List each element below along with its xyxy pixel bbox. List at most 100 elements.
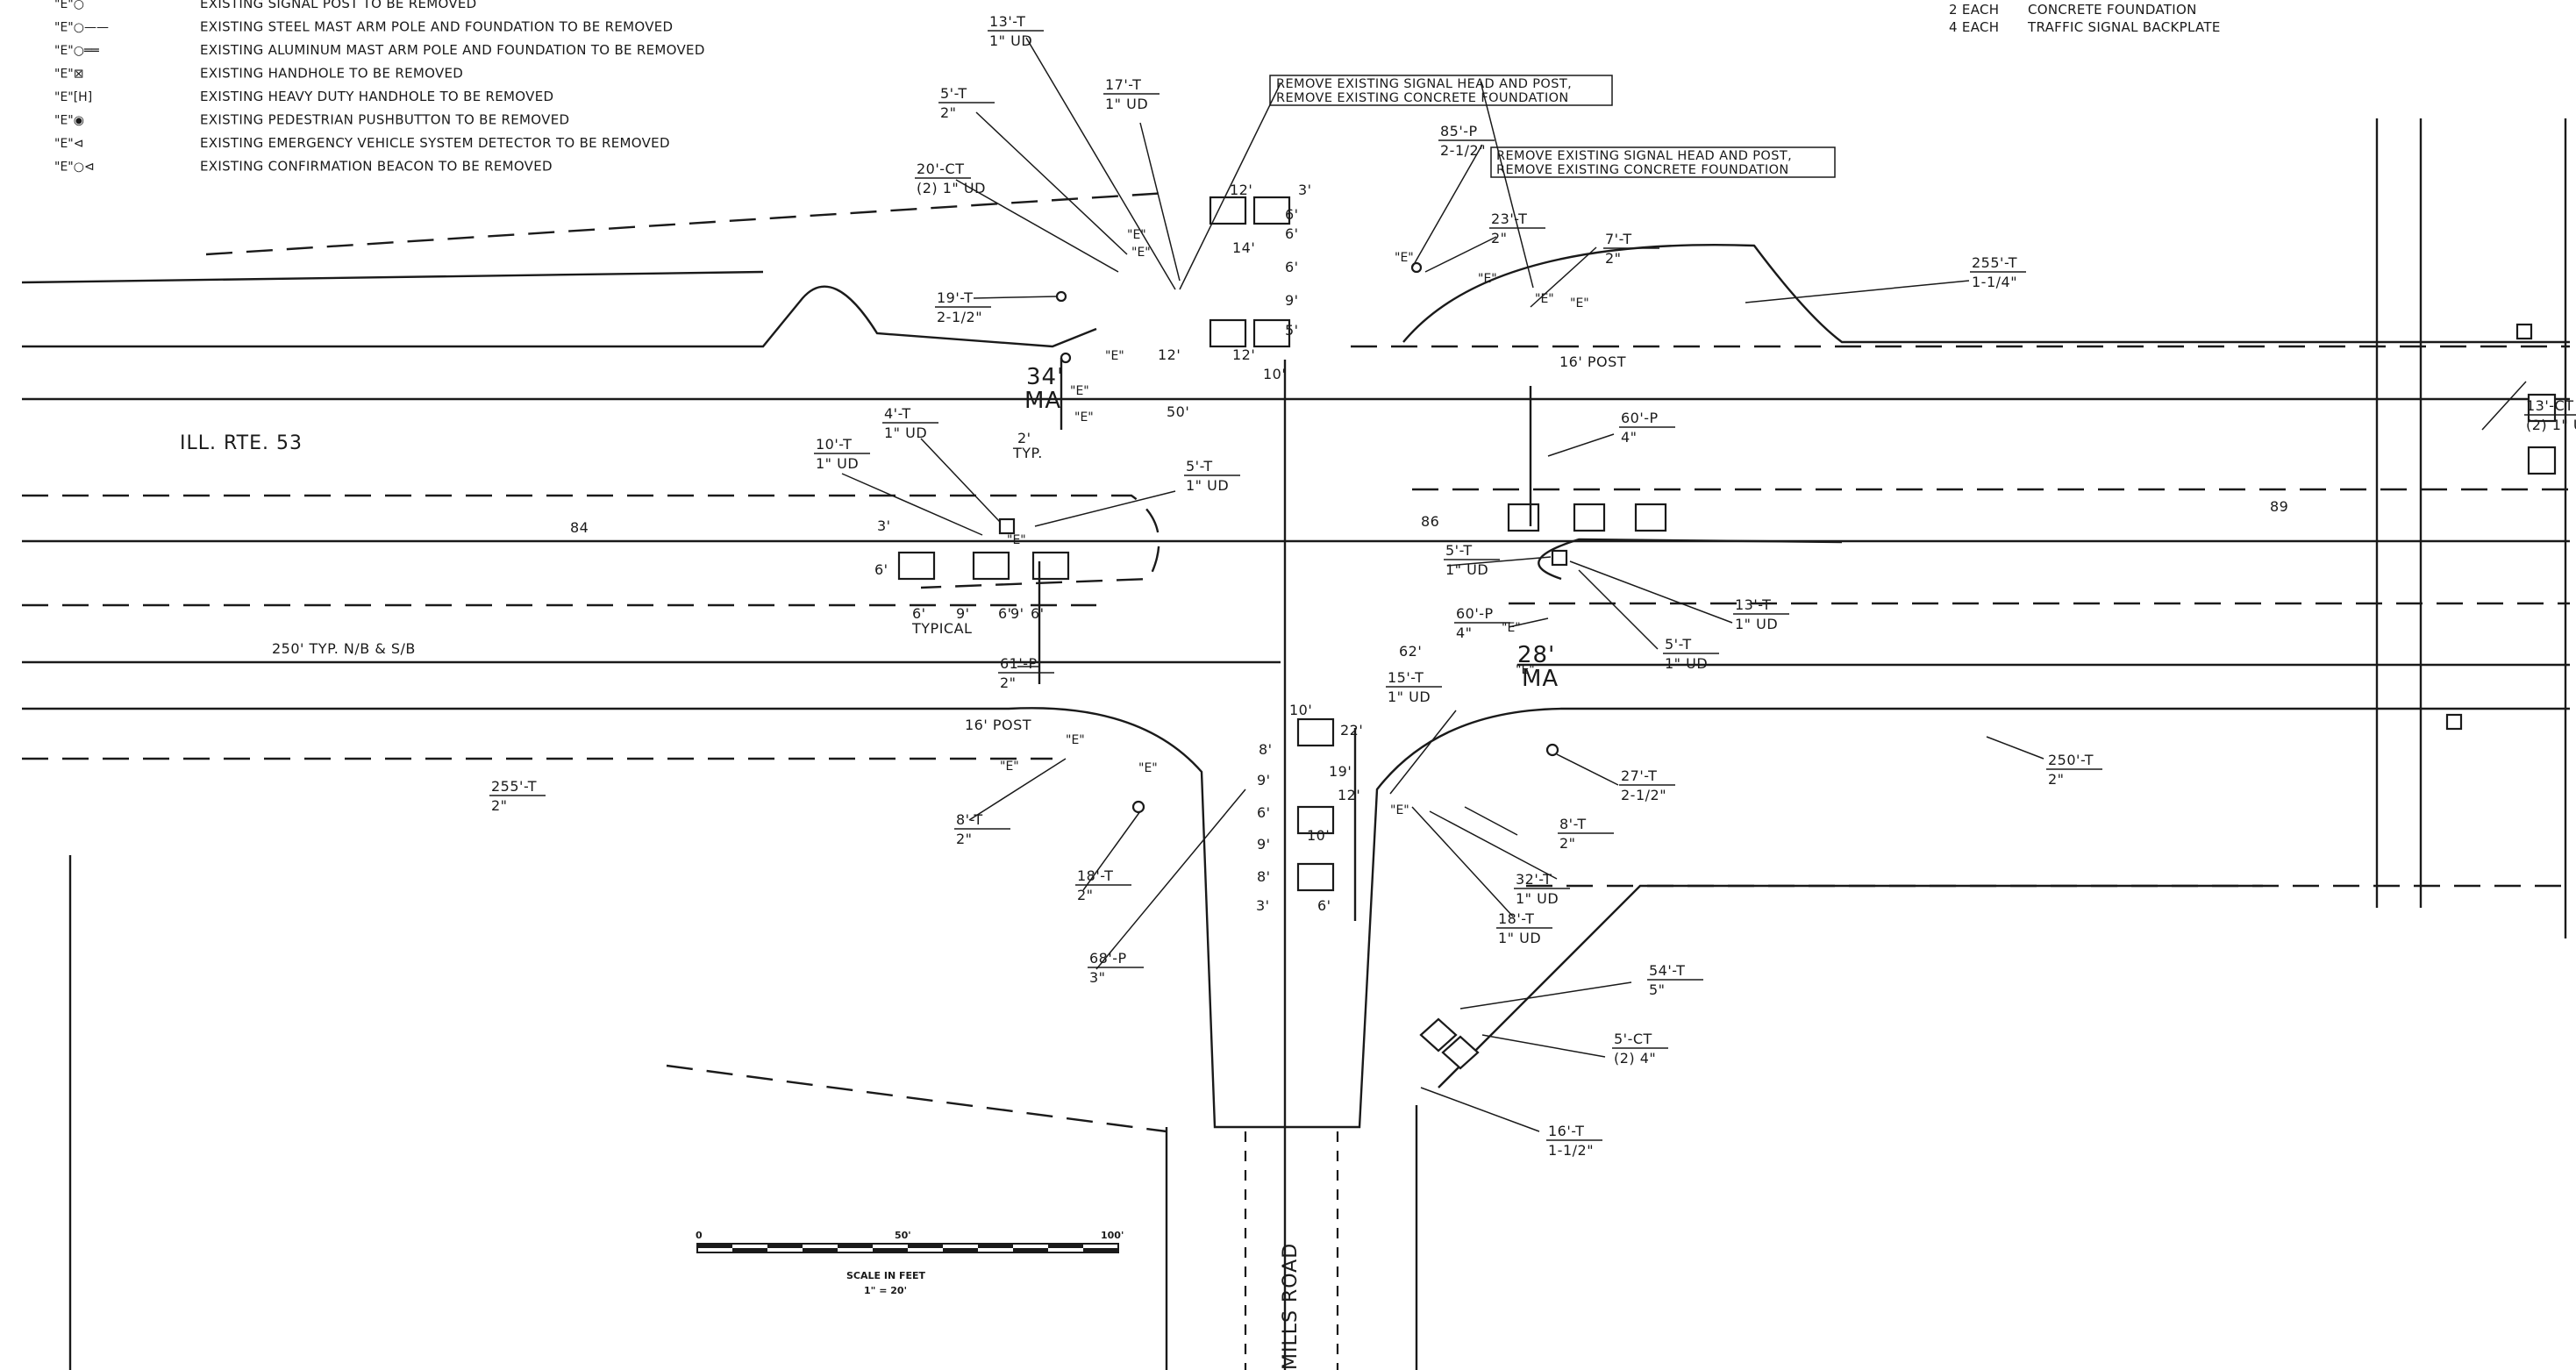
dimension-l23: 6' <box>998 605 1012 622</box>
dimension-l38: 12' <box>1338 787 1360 803</box>
quantity-item: CONCRETE FOUNDATION <box>2028 2 2197 18</box>
legend-symbol: "E"○—— <box>54 21 109 35</box>
detector-box <box>1209 196 1247 225</box>
legend-text: EXISTING CONFIRMATION BEACON TO BE REMOV… <box>200 159 553 175</box>
callout-f22: 250'-T2" <box>2046 752 2102 788</box>
svg-text:2-1/2": 2-1/2" <box>937 309 982 325</box>
detector-box <box>972 551 1010 581</box>
svg-text:19'-T: 19'-T <box>937 289 973 306</box>
north-curb-east <box>1402 244 2570 344</box>
svg-text:5'-T: 5'-T <box>1186 458 1213 475</box>
svg-text:REMOVE EXISTING SIGNAL HEAD AN: REMOVE EXISTING SIGNAL HEAD AND POST, <box>1276 77 1572 91</box>
dimension-l41: 9' <box>1257 836 1271 853</box>
dimension-l40: 10' <box>1307 827 1330 844</box>
callout-f26: 32'-T 1" UD <box>1514 871 1570 907</box>
svg-text:17'-T: 17'-T <box>1105 76 1141 93</box>
svg-text:255'-T: 255'-T <box>1972 254 2017 271</box>
svg-text:32'-T: 32'-T <box>1516 871 1552 888</box>
dimension-l18: 84 <box>570 519 589 536</box>
typical-spacing-label: 250' TYP. N/B & S/B <box>272 640 416 657</box>
svg-text:13'-CT: 13'-CT <box>2526 397 2573 414</box>
callout-f11: 10'-T1" UD <box>814 436 870 472</box>
detector-box <box>1296 717 1335 747</box>
callout-f7: 23'-T 2" <box>1489 210 1545 246</box>
dimension-l17: 16' POST <box>1559 353 1626 370</box>
existing-marker: "E" <box>1070 384 1089 398</box>
quantity-item: TRAFFIC SIGNAL BACKPLATE <box>2027 19 2221 35</box>
svg-text:60'-P: 60'-P <box>1456 605 1494 622</box>
svg-text:1" UD: 1" UD <box>1516 890 1559 907</box>
legend-text: EXISTING EMERGENCY VEHICLE SYSTEM DETECT… <box>200 135 670 151</box>
handhole <box>2445 713 2463 731</box>
callout-f12: 5'-T1" UD <box>1184 458 1240 494</box>
dimension-l24: 9' <box>1010 605 1024 622</box>
dimension-l9: 12' <box>1158 346 1181 363</box>
callout-leaders <box>841 37 2527 1132</box>
svg-text:(2) 4": (2) 4" <box>1614 1050 1656 1067</box>
svg-text:60'-P: 60'-P <box>1621 410 1659 426</box>
dimension-l8: 5' <box>1285 322 1299 339</box>
north-edge-west <box>21 270 764 284</box>
existing-marker: "E" <box>1066 733 1085 747</box>
callout-f23: 27'-T2-1/2" <box>1619 767 1675 803</box>
dimension-l3: 14' <box>1232 239 1255 256</box>
existing-marker: "E" <box>1131 246 1151 260</box>
scale-end: 100' <box>1101 1230 1124 1241</box>
scale-bar: 0 50' 100' SCALE IN FEET 1" = 20' <box>696 1230 1124 1296</box>
legend: "E"○ EXISTING SIGNAL POST TO BE REMOVED "E… <box>54 0 704 175</box>
svg-text:(2) 1" UD: (2) 1" UD <box>2526 417 2576 433</box>
svg-text:1" UD: 1" UD <box>1388 689 1431 705</box>
signal-post <box>1131 800 1145 814</box>
svg-text:18'-T: 18'-T <box>1498 910 1534 927</box>
callout-f28: 18'-T 1" UD <box>1496 910 1552 946</box>
legend-text: EXISTING SIGNAL POST TO BE REMOVED <box>200 0 477 11</box>
legend-text: EXISTING STEEL MAST ARM POLE AND FOUNDAT… <box>200 19 673 35</box>
svg-text:54'-T: 54'-T <box>1649 962 1685 979</box>
svg-text:1" UD: 1" UD <box>1498 930 1541 946</box>
svg-text:1-1/4": 1-1/4" <box>1972 274 2017 290</box>
legend-symbol: "E"○ <box>54 0 84 11</box>
svg-text:23'-T: 23'-T <box>1491 210 1527 227</box>
svg-text:5'-T: 5'-T <box>1665 636 1692 653</box>
dimension-l30: 28' <box>1517 642 1555 668</box>
callout-f19: 61'-P2" <box>998 655 1054 691</box>
svg-text:5": 5" <box>1649 981 1666 998</box>
callout-f32: 16'-T1-1/2" <box>1546 1123 1602 1159</box>
signal-post <box>1545 743 1559 757</box>
dimension-l4: 6' <box>1285 206 1299 223</box>
callout-f17: 60'-P 4" <box>1454 605 1510 641</box>
legend-symbol: "E"⊲ <box>54 137 83 151</box>
dimension-l32: 16' POST <box>965 717 1031 733</box>
svg-text:1" UD: 1" UD <box>816 455 859 472</box>
road-edges <box>21 118 2570 1370</box>
legend-text: EXISTING PEDESTRIAN PUSHBUTTON TO BE REM… <box>200 112 569 128</box>
svg-text:61'-P: 61'-P <box>1000 655 1038 672</box>
legend-symbol: "E"○⊲ <box>54 161 95 175</box>
svg-text:255'-T: 255'-T <box>491 778 537 795</box>
callout-f4: 20'-CT(2) 1" UD <box>915 161 985 196</box>
svg-text:4": 4" <box>1456 624 1473 641</box>
existing-marker: "E" <box>1570 296 1589 310</box>
callout-f18: 5'-T1" UD <box>1663 636 1719 672</box>
dimension-l42: 8' <box>1257 868 1271 885</box>
svg-text:2": 2" <box>1491 230 1508 246</box>
svg-text:5'-T: 5'-T <box>940 85 967 102</box>
quantity-count: 2 EACH <box>1949 2 1999 18</box>
svg-text:2": 2" <box>940 104 957 121</box>
callout-f25: 8'-T2" <box>1558 816 1614 852</box>
existing-marker: "E" <box>1074 410 1094 425</box>
dimension-l31: MA <box>1522 666 1559 692</box>
detector-box <box>1209 318 1247 348</box>
dimension-l20: 6' <box>874 561 888 578</box>
svg-text:13'-T: 13'-T <box>989 13 1025 30</box>
detector-box <box>2527 393 2557 423</box>
existing-marker: "E" <box>1535 292 1554 306</box>
svg-text:16'-T: 16'-T <box>1548 1123 1584 1139</box>
existing-marker: "E" <box>1007 533 1026 547</box>
svg-text:8'-T: 8'-T <box>956 811 983 828</box>
scale-ratio: 1" = 20' <box>864 1285 907 1296</box>
detector-box <box>897 551 936 581</box>
callout-f2: 17'-T1" UD <box>1103 76 1160 112</box>
existing-marker: "E" <box>1395 251 1414 265</box>
